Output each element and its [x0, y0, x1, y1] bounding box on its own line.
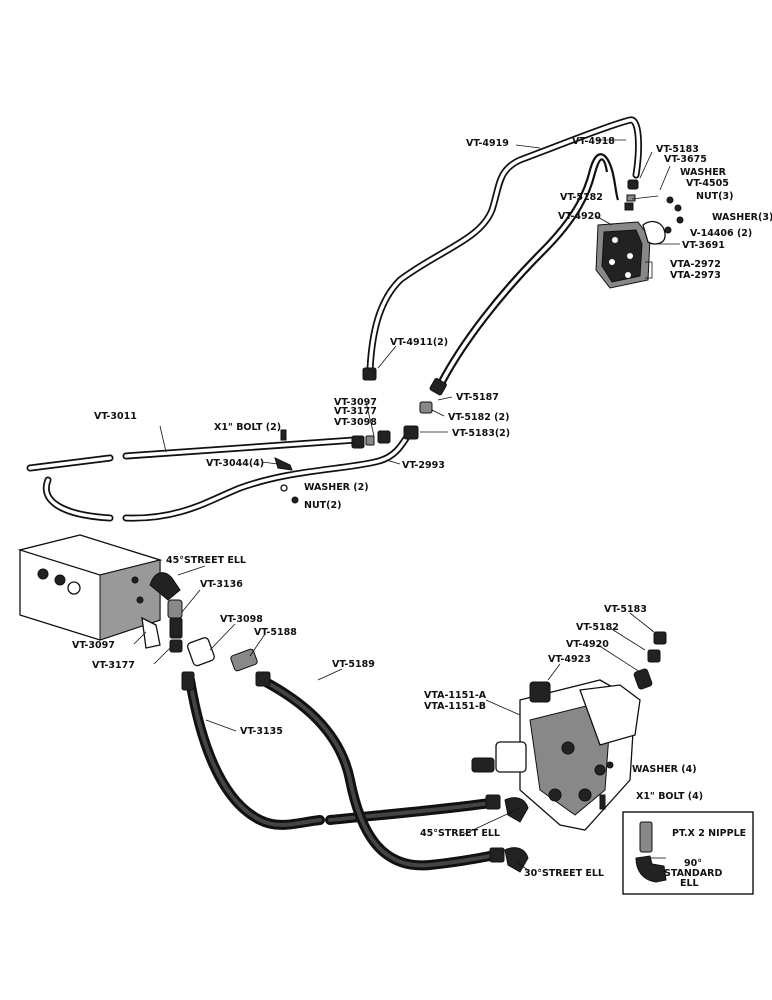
- label-vt3177-mid: VT-3177: [334, 406, 377, 417]
- label-vt3044: VT-3044(4): [206, 458, 264, 469]
- fitting-vt4911: [362, 367, 377, 381]
- nipple-inset-box: [622, 811, 754, 895]
- label-vt4505: VT-4505: [686, 178, 729, 189]
- label-vt5182-2: VT-5182 (2): [448, 412, 509, 423]
- label-vt3177-low: VT-3177: [92, 660, 135, 671]
- washer-nut-pair: [280, 484, 299, 504]
- label-45-street-ell-low: 45°STREET ELL: [420, 828, 500, 839]
- label-vt5182-low: VT-5182: [576, 622, 619, 633]
- label-nut2: NUT(2): [304, 500, 341, 511]
- label-vt3136: VT-3136: [200, 579, 243, 590]
- label-nipple: PT.X 2 NIPPLE: [672, 828, 746, 839]
- label-vt5183-2: VT-5183(2): [452, 428, 510, 439]
- label-v14406: V-14406 (2): [690, 228, 752, 239]
- label-vt3097-low: VT-3097: [72, 640, 115, 651]
- valve-vta1151: [471, 679, 641, 831]
- label-vt4920-top: VT-4920: [558, 211, 601, 222]
- label-washer4: WASHER (4): [632, 764, 697, 775]
- label-vt3098-mid: VT-3098: [334, 417, 377, 428]
- valve-top-fittings: [633, 631, 667, 690]
- label-washer-top: WASHER: [680, 167, 727, 178]
- label-vt3675: VT-3675: [664, 154, 707, 165]
- label-vt4918: VT-4918: [572, 136, 615, 147]
- part-labels: VT-4918 VT-4919 VT-5183 VT-3675 WASHER V…: [72, 136, 772, 889]
- label-vt5189: VT-5189: [332, 659, 375, 670]
- fitting-vt3098-low: [186, 637, 215, 667]
- hose-ends: [181, 671, 505, 863]
- label-vta1151a: VTA-1151-A: [424, 690, 487, 701]
- label-vt4920-low: VT-4920: [566, 639, 609, 650]
- pump-vta2972: [595, 220, 666, 289]
- tube-vt2993: [42, 428, 414, 522]
- label-std-ell-3: ELL: [680, 878, 699, 889]
- fitting-45-street-ell-top: [149, 572, 183, 639]
- label-nut3: NUT(3): [696, 191, 733, 202]
- fitting-vt3097-low: [141, 616, 183, 653]
- clip-vt3044: [274, 457, 293, 471]
- tube-vt4918: [366, 116, 642, 374]
- bolt-washer-lower: [599, 761, 614, 810]
- label-vt4923: VT-4923: [548, 654, 591, 665]
- label-vt4911: VT-4911(2): [390, 337, 448, 348]
- label-30-street-ell: 30°STREET ELL: [524, 868, 604, 879]
- tube-vt4919: [436, 153, 620, 389]
- label-vt3691: VT-3691: [682, 240, 725, 251]
- label-45-street-ell-top: 45°STREET ELL: [166, 555, 246, 566]
- label-bolt2: X1" BOLT (2): [214, 422, 281, 433]
- fitting-vt5187: [403, 378, 447, 440]
- fitting-vt5188: [230, 648, 258, 672]
- tube-vt3011: [26, 436, 359, 472]
- label-vt5187: VT-5187: [456, 392, 499, 403]
- reservoir-block: [17, 534, 163, 641]
- ells-lower: [504, 797, 529, 873]
- bolt-small: [280, 429, 287, 441]
- label-vt5183-low: VT-5183: [604, 604, 647, 615]
- label-vt5183-top: VT-5183: [656, 144, 699, 155]
- label-std-ell-1: 90°: [684, 858, 702, 869]
- label-vta1151b: VTA-1151-B: [424, 701, 486, 712]
- label-vt3135: VT-3135: [240, 726, 283, 737]
- fittings-vt3097-group: [351, 430, 391, 449]
- label-bolt4: X1" BOLT (4): [636, 791, 703, 802]
- hose-vt5189: [257, 675, 500, 871]
- label-vt3011: VT-3011: [94, 411, 137, 422]
- leader-lines: [133, 139, 680, 871]
- small-fittings-top: [624, 179, 684, 234]
- label-vt5188: VT-5188: [254, 627, 297, 638]
- label-vt3097-mid: VT-3097: [334, 397, 377, 408]
- label-washer3: WASHER(3): [712, 212, 772, 223]
- label-vt2993: VT-2993: [402, 460, 445, 471]
- label-vt3098-low: VT-3098: [220, 614, 263, 625]
- label-std-ell-2: STANDARD: [664, 868, 722, 879]
- label-vta2973: VTA-2973: [670, 270, 721, 281]
- label-vta2972: VTA-2972: [670, 259, 721, 270]
- label-vt4919: VT-4919: [466, 138, 509, 149]
- label-vt5182-top: VT-5182: [560, 192, 603, 203]
- hose-vt3135: [185, 675, 495, 830]
- label-washer2: WASHER (2): [304, 482, 369, 493]
